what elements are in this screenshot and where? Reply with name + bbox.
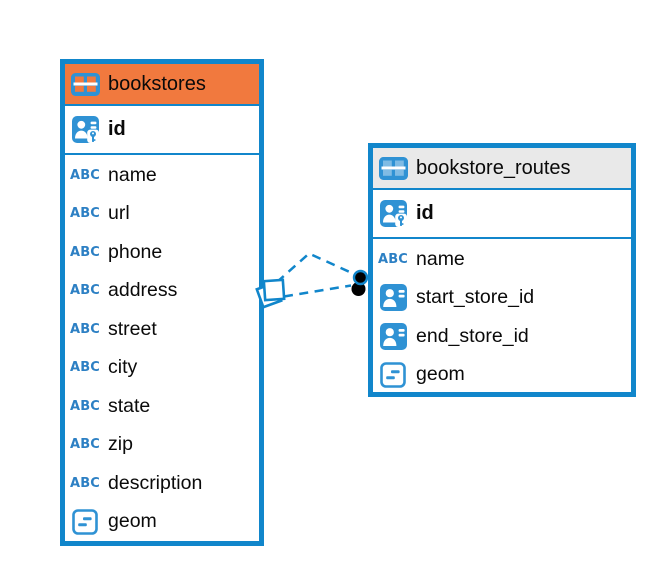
column-row[interactable]: ABC description <box>65 464 259 503</box>
primary-key-label: id <box>416 202 434 224</box>
column-label: phone <box>108 240 163 263</box>
text-type-icon: ABC <box>69 244 101 260</box>
column-row[interactable]: ABC name <box>373 240 631 279</box>
column-label: city <box>108 356 138 379</box>
column-row[interactable]: ABC url <box>65 195 259 234</box>
table-bookstore-routes[interactable]: bookstore_routes id ABC name <box>368 143 636 397</box>
column-label: description <box>108 471 203 494</box>
column-label: address <box>108 279 178 302</box>
bookstores-to-bookstore_routes-1[interactable] <box>276 252 354 283</box>
column-row[interactable]: ABC street <box>65 310 259 349</box>
table-icon <box>378 156 408 180</box>
column-row[interactable]: geom <box>65 503 259 542</box>
table-bookstores-header[interactable]: bookstores <box>65 64 259 104</box>
relationship-dot-marker-2 <box>352 269 369 286</box>
text-type-icon: ABC <box>69 283 101 299</box>
geometry-type-icon <box>72 508 98 535</box>
column-label: geom <box>108 510 157 533</box>
column-row[interactable]: start_store_id <box>373 279 631 318</box>
column-list: ABC name ABC url ABC phone ABC address A… <box>65 155 259 541</box>
column-row[interactable]: ABC state <box>65 387 259 426</box>
column-label: street <box>108 317 157 340</box>
primary-key-row[interactable]: id <box>65 106 259 153</box>
section-separator <box>65 153 259 155</box>
column-row[interactable]: ABC city <box>65 349 259 388</box>
relationship-dot-marker-1 <box>351 282 366 296</box>
text-type-icon: ABC <box>69 167 101 183</box>
user-reference-icon <box>379 284 407 312</box>
column-label: state <box>108 394 151 417</box>
relationship-square-marker-2 <box>262 278 286 302</box>
text-type-icon: ABC <box>69 360 101 376</box>
column-list: ABC name start_store_id end_store_id geo… <box>373 239 631 394</box>
column-row[interactable]: ABC zip <box>65 426 259 465</box>
column-label: end_store_id <box>416 324 529 347</box>
table-title: bookstores <box>108 72 206 95</box>
primary-key-user-icon <box>71 116 99 143</box>
text-type-icon: ABC <box>69 437 101 453</box>
header-separator <box>373 188 631 190</box>
table-icon <box>70 72 100 96</box>
table-bookstore-routes-header[interactable]: bookstore_routes <box>373 148 631 188</box>
primary-key-label: id <box>108 118 126 140</box>
table-icon <box>70 72 100 96</box>
column-row[interactable]: ABC address <box>65 272 259 311</box>
column-label: start_store_id <box>416 286 535 309</box>
column-row[interactable]: ABC phone <box>65 233 259 272</box>
column-label: name <box>108 163 157 186</box>
column-row[interactable]: geom <box>373 356 631 395</box>
column-label: name <box>416 247 465 270</box>
text-type-icon: ABC <box>69 398 101 414</box>
primary-key-user-icon <box>379 200 407 227</box>
primary-key-row[interactable]: id <box>373 190 631 237</box>
text-type-icon: ABC <box>69 206 101 222</box>
column-label: zip <box>108 433 133 456</box>
column-row[interactable]: ABC name <box>65 156 259 195</box>
bookstores-to-bookstore_routes-2[interactable] <box>283 284 352 298</box>
geometry-type-icon <box>380 361 406 388</box>
column-label: geom <box>416 363 465 386</box>
table-bookstores[interactable]: bookstores id ABC name ABC url ABC phone… <box>60 59 264 546</box>
table-title: bookstore_routes <box>416 156 571 179</box>
column-label: url <box>108 202 130 225</box>
text-type-icon: ABC <box>377 251 409 267</box>
text-type-icon: ABC <box>69 321 101 337</box>
text-type-icon: ABC <box>69 475 101 491</box>
section-separator <box>373 237 631 239</box>
header-separator <box>65 104 259 106</box>
column-row[interactable]: end_store_id <box>373 317 631 356</box>
table-icon <box>378 156 408 180</box>
user-reference-icon <box>379 322 407 350</box>
